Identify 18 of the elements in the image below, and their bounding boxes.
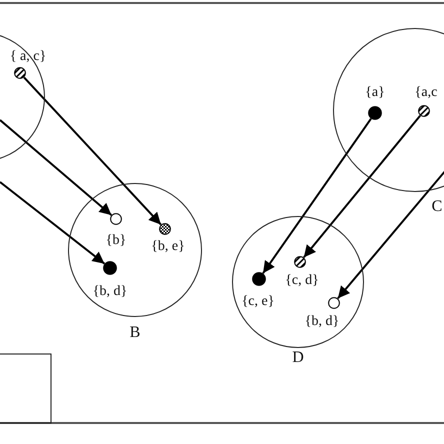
set-label: {b, d} (304, 314, 340, 330)
arrow (262, 118, 372, 274)
set-label: {a} (365, 85, 385, 101)
arrow (0, 119, 112, 216)
set-label: {b, d} (92, 284, 128, 300)
set-label: {a,c (414, 85, 438, 101)
set-label: {c, e} (242, 294, 274, 310)
arrow (23, 76, 162, 226)
circle-label: D (292, 350, 304, 366)
circle-label: C (432, 199, 442, 215)
arrow (0, 181, 106, 264)
set-label: {c, d} (285, 273, 319, 289)
set-label: {b} (106, 233, 126, 249)
set-label: { a, c} (10, 49, 46, 65)
circle-label: B (130, 325, 140, 341)
set-label: {b, e} (151, 239, 185, 255)
arrow (337, 169, 444, 300)
arrow (303, 115, 421, 258)
